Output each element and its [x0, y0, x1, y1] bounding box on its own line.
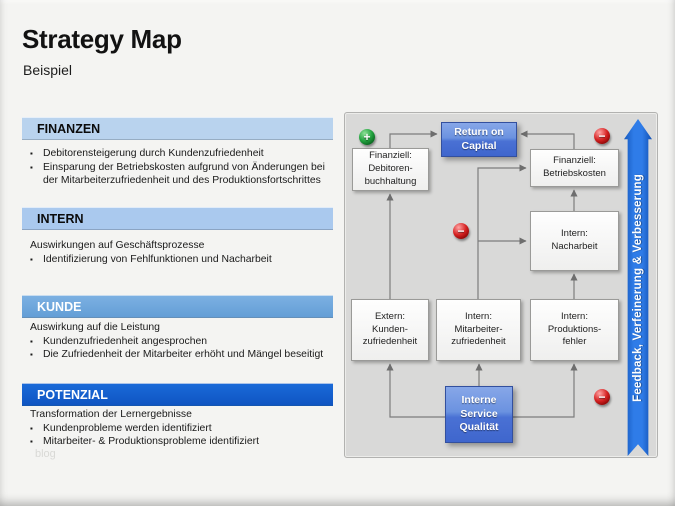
bullet-item: Identifizierung von Fehlfunktionen und N…: [30, 253, 335, 267]
section-intro: Auswirkungen auf Geschäftsprozesse: [30, 240, 205, 251]
feedback-ribbon-arrow: Feedback, Verfeinerung & Verbesserung: [624, 119, 652, 456]
node-finanziell-debitorenbuchhaltung: Finanziell: Debitoren- buchhaltung: [352, 148, 429, 191]
page-title: Strategy Map: [22, 24, 182, 54]
section-intro: Auswirkung auf die Leistung: [30, 322, 160, 333]
node-intern-produktionsfehler: Intern: Produktions- fehler: [530, 299, 619, 361]
page-subtitle: Beispiel: [23, 62, 73, 78]
bullet-item: Debitorensteigerung durch Kundenzufriede…: [30, 147, 335, 161]
node-finanziell-betriebskosten: Finanziell: Betriebskosten: [530, 149, 619, 187]
node-interne-service-qualitaet: Interne Service Qualität: [445, 386, 513, 443]
section-header-potenzial: POTENZIAL: [22, 383, 333, 406]
feedback-ribbon-label: Feedback, Verfeinerung & Verbesserung: [632, 173, 644, 402]
node-intern-nacharbeit: Intern: Nacharbeit: [530, 211, 619, 271]
node-intern-mitarbeiterzufriedenheit: Intern: Mitarbeiter- zufriedenheit: [436, 299, 521, 361]
node-return-on-capital: Return on Capital: [441, 122, 517, 157]
bullet-item: Kundenzufriedenheit angesprochen: [30, 335, 335, 349]
section-header-finanzen: FINANZEN: [22, 117, 333, 140]
section-body-potenzial: Transformation der Lernergebnisse Kunden…: [22, 408, 335, 449]
strategy-map-panel: Return on Capital Finanziell: Debitoren-…: [344, 112, 658, 458]
section-body-kunde: Auswirkung auf die Leistung Kundenzufrie…: [22, 321, 335, 362]
bullet-item: Die Zufriedenheit der Mitarbeiter erhöht…: [30, 348, 335, 362]
section-body-finanzen: Debitorensteigerung durch Kundenzufriede…: [22, 147, 335, 188]
node-extern-kundenzufriedenheit: Extern: Kunden- zufriedenheit: [351, 299, 429, 361]
section-header-intern: INTERN: [22, 207, 333, 230]
minus-badge-icon: −: [594, 389, 610, 405]
bullet-item: Mitarbeiter- & Produktionsprobleme ident…: [30, 435, 335, 449]
plus-badge-icon: +: [359, 129, 375, 145]
section-header-kunde: KUNDE: [22, 295, 333, 318]
minus-badge-icon: −: [453, 223, 469, 239]
section-intro: Transformation der Lernergebnisse: [30, 409, 192, 420]
minus-badge-icon: −: [594, 128, 610, 144]
watermark: blog: [35, 448, 56, 460]
section-body-intern: Auswirkungen auf Geschäftsprozesse Ident…: [22, 239, 335, 266]
connector-lines: [386, 130, 578, 418]
bullet-item: Kundenprobleme werden identifiziert: [30, 422, 335, 436]
bullet-item: Einsparung der Betriebskosten aufgrund v…: [30, 161, 335, 188]
